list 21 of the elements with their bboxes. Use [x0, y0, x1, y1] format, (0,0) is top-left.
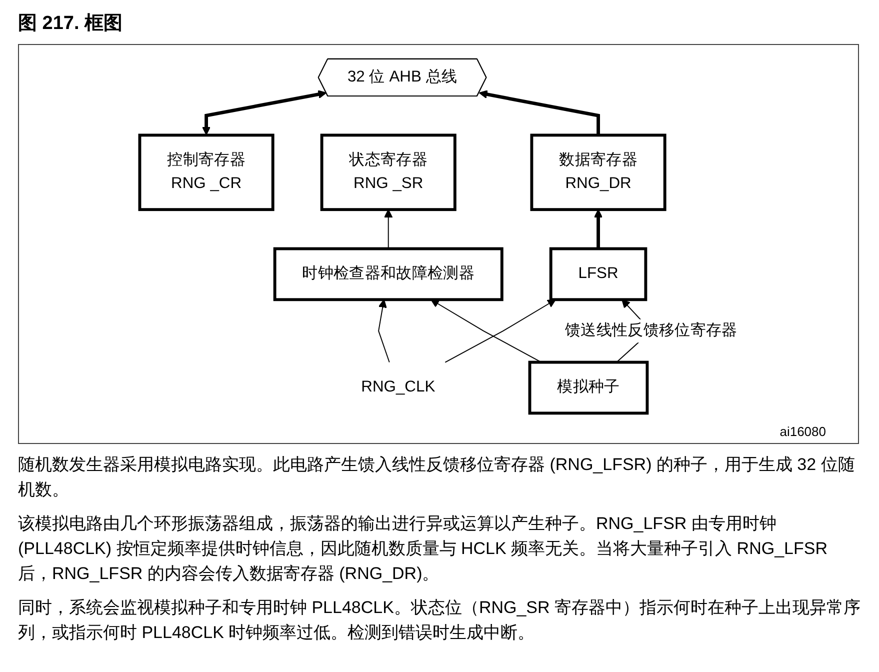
- body-paragraph: 同时，系统会监视模拟种子和专用时钟 PLL48CLK。状态位（RNG_SR 寄存器中）指示何时在种子上出现异常序列，或指示何时 PLL48CLK 时钟频率过低。检测到错误时生成中断。: [18, 597, 861, 644]
- node-box: [549, 247, 648, 302]
- arrow: [430, 299, 542, 363]
- edge-label: 馈送线性反馈移位寄存器: [564, 322, 738, 339]
- body-paragraph: 该模拟电路由几个环形振荡器组成，振荡器的输出进行异或运算以产生种子。RNG_LFSR 由专用时钟 (PLL48CLK) 按恒定频率提供时钟信息，因此随机数质量与 HCLK 频率无关。当将大量种子引入 RNG_LFSR 后，RNG_LFSR 的内容会传入数据寄存器 (RNG_DR)。: [18, 513, 828, 585]
- node-text: RNG_CLK: [361, 378, 436, 396]
- arrow: [594, 209, 603, 249]
- figure-number: ai16080: [780, 424, 826, 439]
- node-box: [320, 134, 456, 212]
- node-box: [528, 360, 649, 415]
- node-box: [273, 247, 504, 302]
- figure-frame: 32 位 AHB 总线 控制寄存器 RNG _CR 状态寄存器 RNG _SR 数据寄存器 RNG_DR 时钟检查器和故障检测器 LFSR 馈送线性反馈移位寄存器 RNG_CLK 模拟种子 ai16080: [18, 44, 859, 444]
- arrow: [384, 209, 393, 250]
- arrow: [478, 90, 600, 136]
- figure-title: 图 217. 框图: [18, 12, 123, 36]
- node-box: [530, 134, 666, 212]
- arrow: [444, 299, 556, 363]
- node-box: [138, 134, 274, 212]
- body-paragraph: 随机数发生器采用模拟电路实现。此电路产生馈入线性反馈移位寄存器 (RNG_LFSR) 的种子，用于生成 32 位随机数。: [18, 454, 856, 501]
- arrow: [202, 90, 327, 136]
- arrow: [378, 299, 390, 363]
